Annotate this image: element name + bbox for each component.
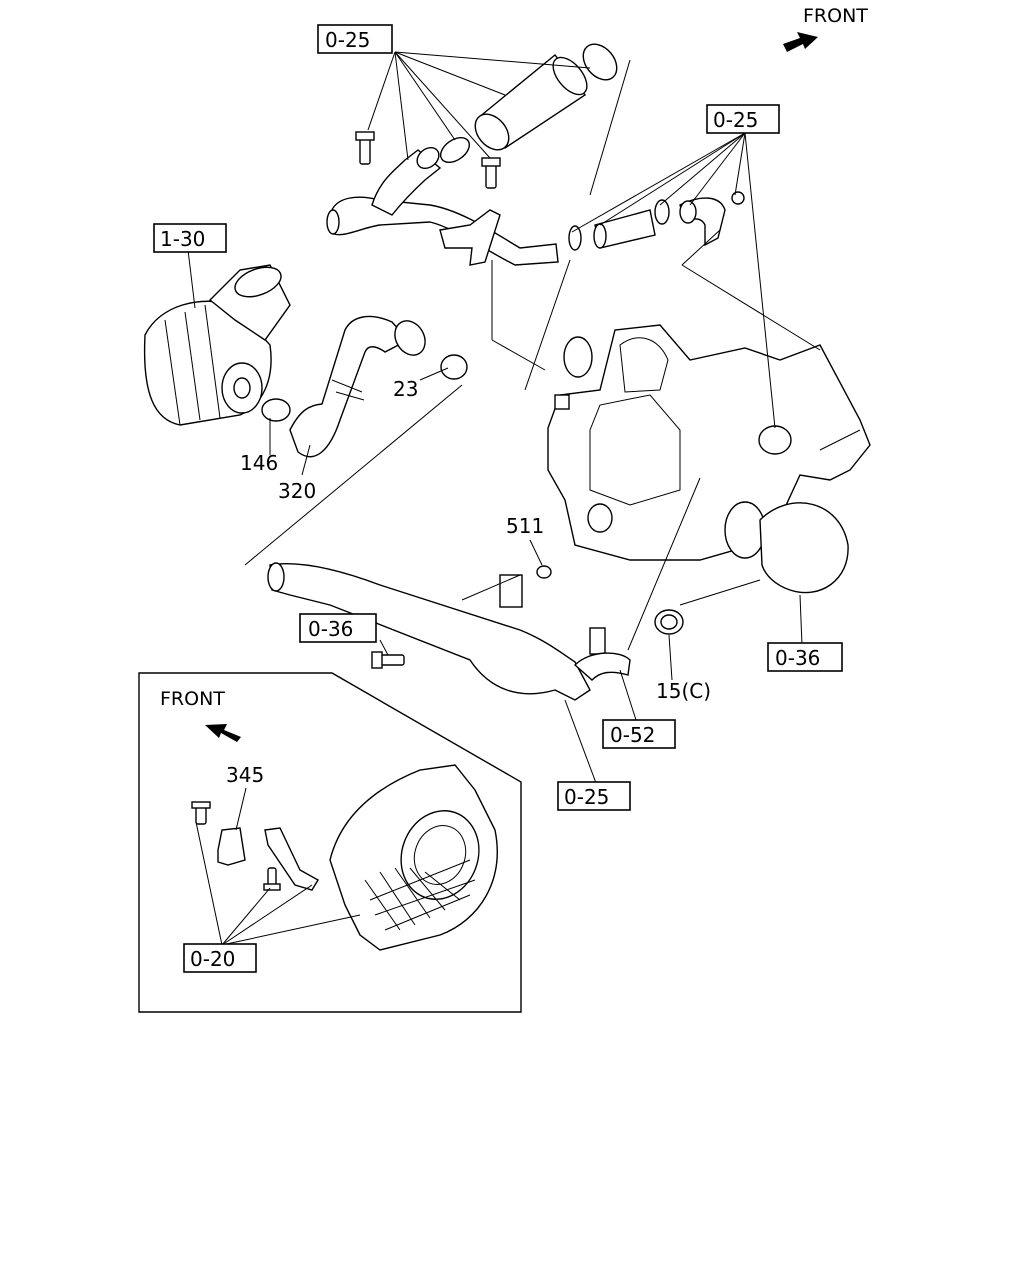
callout-0-25-top-right[interactable]: 0-25: [706, 104, 780, 134]
front-label-top: FRONT: [803, 5, 868, 27]
ref-label: 1-30: [160, 227, 205, 251]
front-arrow-icon: [783, 32, 818, 52]
callout-0-52[interactable]: 0-52: [602, 719, 676, 749]
part-number-511[interactable]: 511: [506, 514, 544, 538]
ref-label: 0-36: [775, 646, 820, 670]
ref-label: 0-25: [564, 785, 609, 809]
front-label-inset: FRONT: [160, 688, 225, 710]
part-number-15c[interactable]: 15(C): [656, 679, 711, 703]
ref-label: 0-52: [610, 723, 655, 747]
callout-0-20[interactable]: 0-20: [183, 943, 257, 973]
callout-0-36-left[interactable]: 0-36: [299, 613, 377, 643]
flywheel-housing: [329, 764, 498, 951]
air-cleaner: [143, 264, 291, 426]
lower-pipe: [267, 562, 684, 701]
part-number-23[interactable]: 23: [393, 377, 418, 401]
front-indicator-top: FRONT: [783, 5, 868, 52]
inset-panel: FRONT 345 0-20: [138, 672, 522, 1013]
callout-1-30[interactable]: 1-30: [153, 223, 227, 253]
part-number-146[interactable]: 146: [240, 451, 278, 475]
callout-0-36-right[interactable]: 0-36: [767, 642, 843, 672]
intake-pipe-assembly: [326, 43, 745, 266]
callout-0-25-top-left[interactable]: 0-25: [317, 24, 393, 54]
engine-block: [547, 324, 871, 594]
ref-label: 0-25: [713, 108, 758, 132]
part-number-345[interactable]: 345: [226, 763, 264, 787]
hose-320: [289, 315, 468, 458]
front-arrow-icon: [205, 724, 241, 742]
part-number-320[interactable]: 320: [278, 479, 316, 503]
ref-label: 0-25: [325, 28, 370, 52]
ref-label: 0-36: [308, 617, 353, 641]
ref-label: 0-20: [190, 947, 235, 971]
callout-0-25-bottom[interactable]: 0-25: [557, 781, 631, 811]
leader-lines: [187, 51, 821, 784]
